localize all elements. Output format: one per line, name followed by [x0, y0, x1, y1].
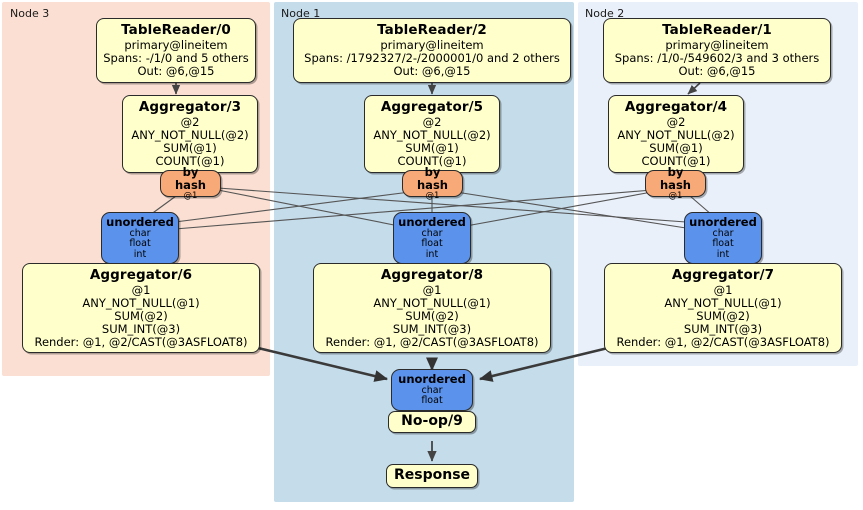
node-line: SUM_INT(@3)	[101, 321, 181, 336]
sync-line: float	[712, 238, 734, 250]
node-line: primary@lineitem	[665, 38, 769, 53]
sync-line: float	[129, 238, 151, 250]
router-by-hash-right[interactable]: by hash @1	[645, 165, 706, 200]
sync-line: char	[421, 227, 443, 239]
node-tablereader-1[interactable]: TableReader/1 primary@lineitem Spans: /1…	[603, 18, 831, 83]
sync-line: float	[421, 238, 443, 250]
panel-label-node2: Node 2	[585, 7, 625, 20]
sync-unordered-final[interactable]: unordered char float	[391, 369, 473, 411]
router-by-hash-left[interactable]: by hash @1	[160, 165, 221, 200]
sync-unordered-left[interactable]: unordered char float int	[101, 212, 179, 264]
node-line: SUM_INT(@3)	[683, 321, 763, 336]
node-line: @1	[422, 283, 442, 298]
node-aggregator-7[interactable]: Aggregator/7 @1 ANY_NOT_NULL(@1) SUM(@2)…	[604, 263, 842, 354]
node-title: Aggregator/8	[380, 267, 484, 283]
node-line: Spans: /1792327/2-/2000001/0 and 2 other…	[304, 50, 560, 65]
node-line: COUNT(@1)	[155, 153, 225, 168]
sync-line: int	[425, 248, 439, 260]
panel-label-node1: Node 1	[281, 7, 321, 20]
node-title: Aggregator/7	[671, 267, 775, 283]
sync-line: float	[421, 395, 443, 407]
sync-unordered-center[interactable]: unordered char float int	[393, 212, 471, 264]
node-title: Aggregator/5	[380, 99, 484, 115]
sync-line: int	[716, 248, 730, 260]
router-title: by hash	[660, 164, 691, 192]
node-line: SUM(@2)	[405, 308, 459, 323]
node-aggregator-6[interactable]: Aggregator/6 @1 ANY_NOT_NULL(@1) SUM(@2)…	[22, 263, 260, 354]
node-aggregator-4[interactable]: Aggregator/4 @2 ANY_NOT_NULL(@2) SUM(@1)…	[608, 95, 744, 173]
sync-title: unordered	[398, 371, 466, 386]
sync-unordered-right[interactable]: unordered char float int	[684, 212, 762, 264]
node-line: primary@lineitem	[380, 38, 484, 53]
node-line: SUM(@1)	[649, 140, 703, 155]
node-line: ANY_NOT_NULL(@2)	[373, 127, 491, 142]
router-line: @1	[425, 190, 440, 201]
sync-line: int	[133, 248, 147, 260]
node-aggregator-5[interactable]: Aggregator/5 @2 ANY_NOT_NULL(@2) SUM(@1)…	[364, 95, 500, 173]
router-by-hash-center[interactable]: by hash @1	[402, 165, 463, 200]
node-line: Out: @6,@15	[678, 63, 756, 78]
node-line: @2	[422, 115, 442, 130]
node-noop-9[interactable]: No-op/9	[388, 411, 476, 433]
node-line: Out: @6,@15	[137, 63, 215, 78]
node-line: ANY_NOT_NULL(@2)	[617, 127, 735, 142]
node-line: COUNT(@1)	[641, 153, 711, 168]
node-line: Render: @1, @2/CAST(@3ASFLOAT8)	[34, 334, 248, 349]
node-line: @1	[713, 283, 733, 298]
node-line: Render: @1, @2/CAST(@3ASFLOAT8)	[325, 334, 539, 349]
node-title: Aggregator/3	[138, 99, 242, 115]
sync-title: unordered	[398, 214, 466, 229]
node-title: Response	[393, 467, 471, 484]
node-line: ANY_NOT_NULL(@2)	[131, 127, 249, 142]
node-line: ANY_NOT_NULL(@1)	[664, 295, 782, 310]
node-aggregator-3[interactable]: Aggregator/3 @2 ANY_NOT_NULL(@2) SUM(@1)…	[122, 95, 258, 173]
node-line: COUNT(@1)	[397, 153, 467, 168]
node-line: SUM(@1)	[163, 140, 217, 155]
node-title: Aggregator/6	[89, 267, 193, 283]
node-line: Spans: -/1/0 and 5 others	[103, 50, 249, 65]
node-line: Out: @6,@15	[393, 63, 471, 78]
node-line: @2	[666, 115, 686, 130]
node-line: ANY_NOT_NULL(@1)	[82, 295, 200, 310]
node-response[interactable]: Response	[386, 464, 478, 488]
node-title: TableReader/0	[121, 22, 231, 38]
node-title: No-op/9	[401, 413, 463, 430]
node-line: @1	[131, 283, 151, 298]
sync-line: char	[129, 227, 151, 239]
node-aggregator-8[interactable]: Aggregator/8 @1 ANY_NOT_NULL(@1) SUM(@2)…	[313, 263, 551, 354]
sync-title: unordered	[689, 214, 757, 229]
node-title: Aggregator/4	[624, 99, 728, 115]
sync-line: char	[712, 227, 734, 239]
sync-line: char	[421, 384, 443, 396]
node-tablereader-2[interactable]: TableReader/2 primary@lineitem Spans: /1…	[293, 18, 571, 83]
node-line: SUM(@1)	[405, 140, 459, 155]
node-line: SUM_INT(@3)	[392, 321, 472, 336]
router-line: @1	[183, 190, 198, 201]
node-title: TableReader/1	[662, 22, 772, 38]
router-title: by hash	[417, 164, 448, 192]
node-line: SUM(@2)	[696, 308, 750, 323]
node-line: SUM(@2)	[114, 308, 168, 323]
node-tablereader-0[interactable]: TableReader/0 primary@lineitem Spans: -/…	[96, 18, 256, 83]
node-line: Spans: /1/0-/549602/3 and 3 others	[614, 50, 820, 65]
router-title: by hash	[175, 164, 206, 192]
panel-label-node3: Node 3	[10, 7, 50, 20]
sync-title: unordered	[106, 214, 174, 229]
node-line: @2	[180, 115, 200, 130]
node-line: Render: @1, @2/CAST(@3ASFLOAT8)	[616, 334, 830, 349]
router-line: @1	[668, 190, 683, 201]
node-title: TableReader/2	[377, 22, 487, 38]
node-line: ANY_NOT_NULL(@1)	[373, 295, 491, 310]
node-line: primary@lineitem	[124, 38, 228, 53]
